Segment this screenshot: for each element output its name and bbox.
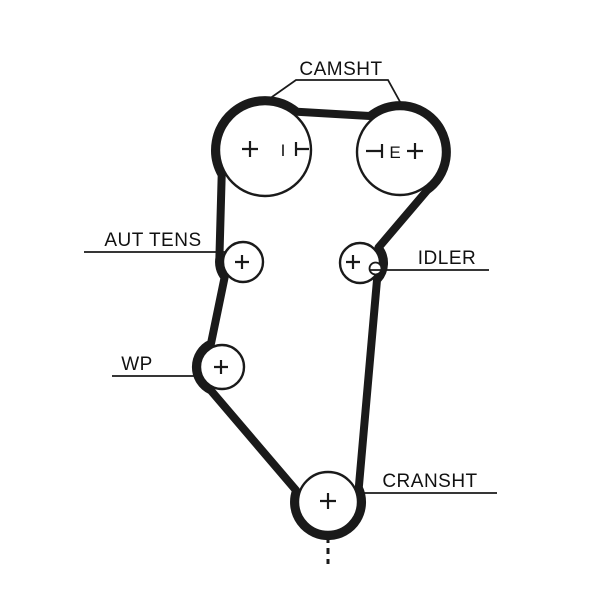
crankshaft-label: CRANSHT: [382, 471, 477, 492]
camshaft-intake-pulley: [217, 102, 313, 198]
leader-lines-group: [84, 79, 497, 494]
timing-marks-group: [214, 141, 423, 564]
exhaust-cam-plus-mark: [407, 143, 423, 159]
water-pump-label: WP: [121, 354, 153, 375]
camshaft-label: CAMSHT: [299, 59, 382, 80]
idler-label: IDLER: [418, 248, 476, 269]
crankshaft-plus-mark: [320, 493, 336, 509]
timing-belt-path: [191, 96, 451, 541]
labels-group: CAMSHT AUT TENS IDLER WP CRANSHT I E: [104, 59, 477, 492]
pulleys-group: [198, 102, 445, 534]
camshaft-exhaust-pulley: [355, 107, 445, 197]
exhaust-mark-label: E: [389, 143, 400, 162]
camshaft-leader-line: [261, 79, 405, 110]
exhaust-cam-align-mark: [366, 144, 384, 158]
water-pump-plus-mark: [214, 360, 228, 374]
intake-mark-label: I: [281, 141, 286, 160]
idler-bolt-circle: [368, 261, 383, 276]
intake-cam-align-mark: [294, 142, 309, 156]
intake-cam-plus-mark: [242, 141, 258, 157]
idler-plus-mark: [346, 255, 360, 269]
tensioner-plus-mark: [235, 255, 249, 269]
tensioner-label: AUT TENS: [104, 230, 201, 251]
